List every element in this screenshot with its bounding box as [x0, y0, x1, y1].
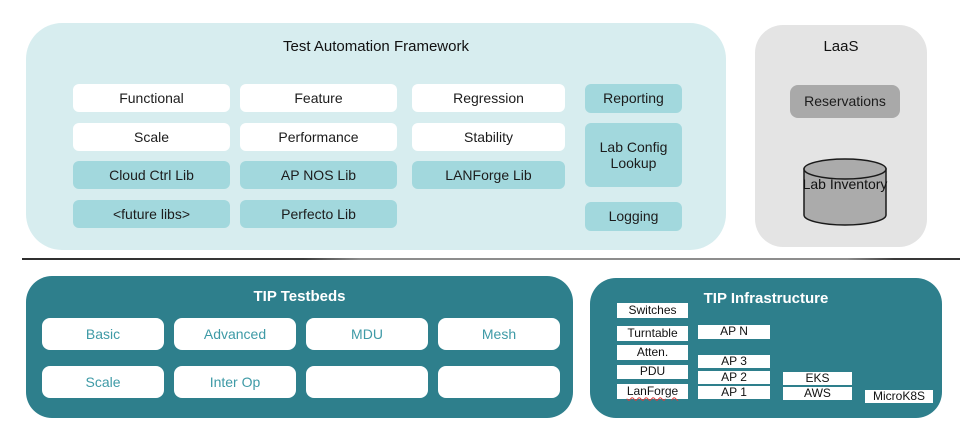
microk8s-box: MicroK8S	[865, 389, 933, 403]
scale-testbed-box: Scale	[42, 366, 164, 398]
reservations-box: Reservations	[790, 85, 900, 118]
switches-box: Switches	[617, 303, 688, 318]
turntable-box: Turntable	[617, 326, 688, 341]
stability-box: Stability	[412, 123, 565, 151]
pdu-box: PDU	[617, 364, 688, 379]
framework-title: Test Automation Framework	[283, 38, 469, 55]
basic-box: Basic	[42, 318, 164, 350]
empty-testbed-box-1	[306, 366, 428, 398]
regression-box: Regression	[412, 84, 565, 112]
mdu-box: MDU	[306, 318, 428, 350]
inter-op-box: Inter Op	[174, 366, 296, 398]
functional-box: Functional	[73, 84, 230, 112]
perfecto-lib-box: Perfecto Lib	[240, 200, 397, 228]
performance-box: Performance	[240, 123, 397, 151]
empty-testbed-box-2	[438, 366, 560, 398]
testbeds-title: TIP Testbeds	[253, 288, 346, 305]
feature-box: Feature	[240, 84, 397, 112]
ap-n-box: AP N	[698, 324, 770, 339]
aws-box: AWS	[783, 386, 852, 400]
infrastructure-panel: TIP Infrastructure Switches Turntable At…	[590, 278, 942, 418]
ap-1-box: AP 1	[698, 385, 770, 399]
lanforge-box: LanForge	[617, 384, 688, 399]
mesh-box: Mesh	[438, 318, 560, 350]
eks-box: EKS	[783, 371, 852, 385]
testbeds-panel: TIP Testbeds Basic Advanced MDU Mesh Sca…	[26, 276, 573, 418]
ap-nos-lib-box: AP NOS Lib	[240, 161, 397, 189]
lab-config-lookup-box: Lab Config Lookup	[585, 123, 682, 187]
reporting-box: Reporting	[585, 84, 682, 113]
database-icon	[803, 158, 887, 226]
advanced-box: Advanced	[174, 318, 296, 350]
ap-3-box: AP 3	[698, 354, 770, 368]
lab-inventory-label: Lab Inventory	[802, 176, 888, 192]
cloud-ctrl-lib-box: Cloud Ctrl Lib	[73, 161, 230, 189]
future-libs-box: <future libs>	[73, 200, 230, 228]
laas-title: LaaS	[823, 38, 859, 55]
ap-2-box: AP 2	[698, 370, 770, 384]
lab-inventory-cylinder: Lab Inventory	[802, 157, 888, 227]
laas-panel: LaaS Reservations Lab Inventory	[755, 25, 927, 247]
section-divider	[22, 258, 960, 260]
lanforge-lib-box: LANForge Lib	[412, 161, 565, 189]
lanforge-label: LanForge	[626, 383, 679, 398]
atten-box: Atten.	[617, 345, 688, 360]
logging-box: Logging	[585, 202, 682, 231]
framework-panel: Test Automation Framework Functional Fea…	[26, 23, 726, 250]
infrastructure-title: TIP Infrastructure	[703, 290, 829, 307]
scale-box: Scale	[73, 123, 230, 151]
